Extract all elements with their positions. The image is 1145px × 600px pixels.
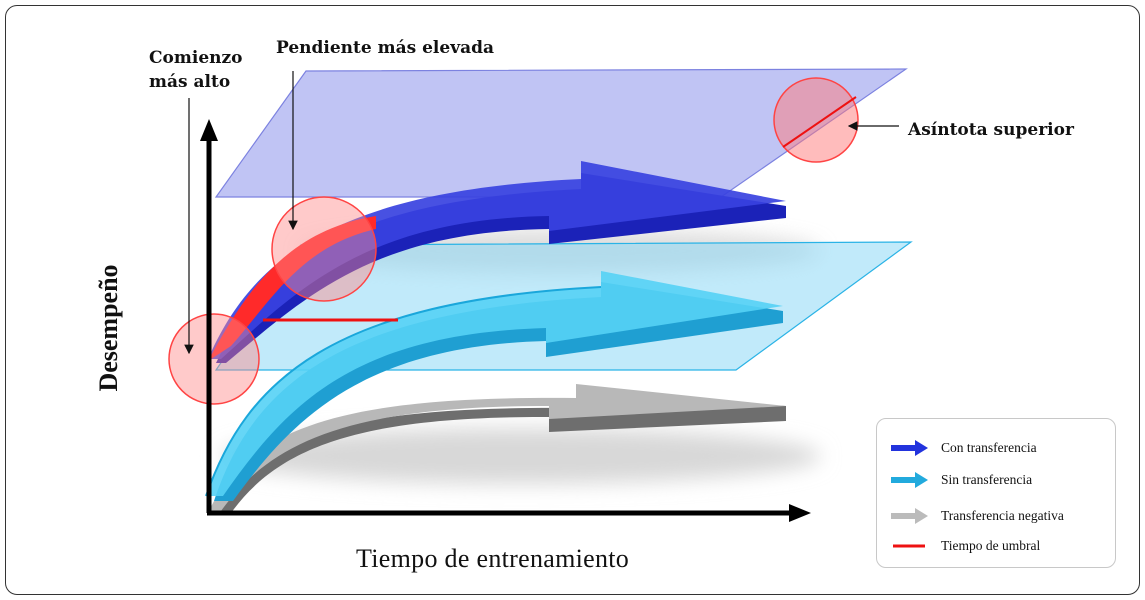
- x-axis-label: Tiempo de entrenamiento: [356, 544, 630, 573]
- legend-label: Tiempo de umbral: [941, 538, 1041, 553]
- transfer-diagram: [168, 68, 913, 522]
- asymptote-circle: [773, 77, 859, 163]
- gray-arrow-icon: [891, 508, 928, 524]
- legend-item-negative-transfer: Transferencia negativa: [891, 505, 1064, 527]
- legend: Con transferencia Sin transferencia Tran…: [876, 418, 1116, 568]
- upper-asymptote-label: Asíntota superior: [908, 120, 1074, 140]
- asymptote-edge-line: [782, 96, 857, 148]
- legend-label: Con transferencia: [941, 440, 1037, 455]
- y-axis-arrowhead: [200, 119, 218, 141]
- negative-transfer-arrow: [209, 384, 786, 513]
- steeper-slope-circle: [271, 196, 377, 302]
- legend-item-threshold: Tiempo de umbral: [891, 535, 1040, 557]
- figure-frame: Comienzo más alto Pendiente más elevada …: [5, 5, 1140, 595]
- shadow: [221, 428, 821, 484]
- cyan-arrow-icon: [891, 472, 928, 488]
- legend-label: Transferencia negativa: [941, 508, 1064, 523]
- steeper-slope-label: Pendiente más elevada: [276, 38, 494, 58]
- red-line-icon: [893, 544, 925, 548]
- legend-item-without-transfer: Sin transferencia: [891, 469, 1032, 491]
- legend-item-with-transfer: Con transferencia: [891, 437, 1037, 459]
- without-transfer-arrow: [205, 271, 783, 501]
- y-axis-label: Desempeño: [94, 264, 123, 392]
- with-transfer-arrow: [208, 161, 786, 363]
- legend-label: Sin transferencia: [941, 472, 1033, 487]
- x-axis-arrowhead: [789, 504, 811, 522]
- higher-start-label: Comienzo más alto: [149, 48, 243, 92]
- higher-start-circle: [168, 313, 260, 405]
- blue-arrow-icon: [891, 440, 928, 456]
